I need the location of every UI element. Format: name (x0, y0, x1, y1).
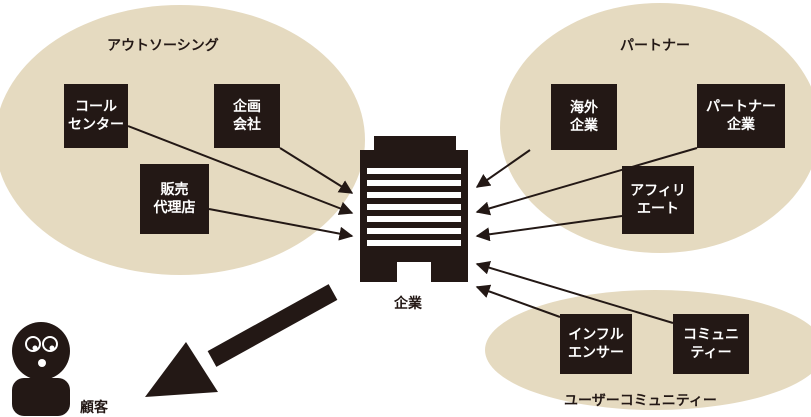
arrow-overseas (475, 149, 531, 188)
person-icon (12, 322, 70, 416)
box-planning-company: 企画 会社 (214, 84, 280, 148)
building-icon (360, 136, 468, 282)
outsourcing-ellipse (0, 5, 365, 275)
company-label: 企業 (394, 296, 422, 312)
arrow-community (475, 260, 674, 324)
arrow-partner (475, 147, 698, 216)
big-arrow (145, 284, 338, 397)
box-affiliate: アフィリ エート (622, 166, 694, 234)
arrow-planning (279, 147, 354, 194)
box-partner-company: パートナー 企業 (697, 84, 785, 148)
arrow-sales-agent (208, 208, 354, 241)
box-call-center: コール センター (64, 84, 128, 148)
group-label-partner: パートナー (620, 38, 690, 54)
box-overseas-company: 海外 企業 (551, 84, 617, 150)
box-sales-agent: 販売 代理店 (140, 164, 209, 234)
arrow-influencer (475, 284, 561, 318)
arrow-call-center (127, 125, 354, 215)
group-label-community: ユーザーコミュニティー (564, 393, 717, 409)
group-label-outsourcing: アウトソーシング (107, 38, 219, 54)
arrow-affiliate (475, 215, 623, 242)
arrows (127, 125, 698, 324)
box-influencer: インフル エンサー (560, 314, 632, 374)
partner-ellipse (500, 3, 811, 253)
box-community: コミュニ ティー (673, 314, 749, 374)
customer-label: 顧客 (80, 400, 108, 416)
